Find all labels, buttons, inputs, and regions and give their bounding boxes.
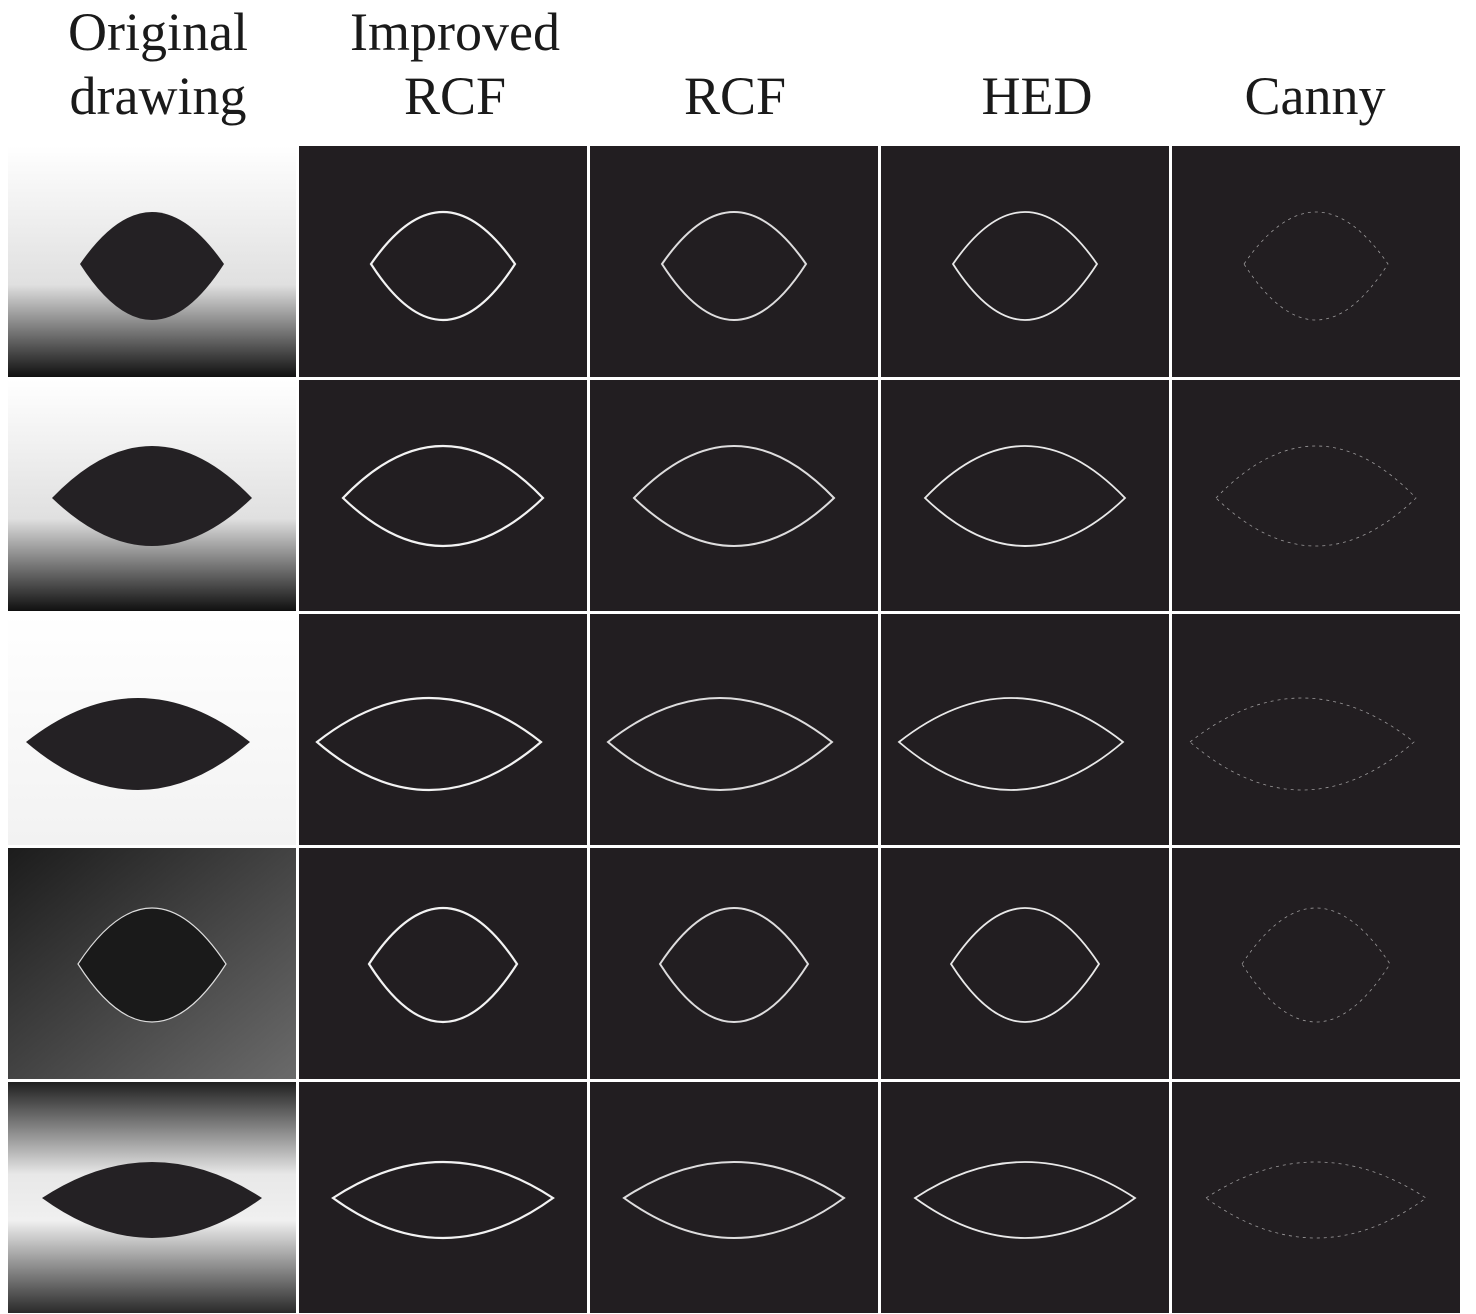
panel-image bbox=[1205, 1161, 1427, 1239]
droplet bbox=[52, 446, 252, 546]
panel-row2-canny bbox=[1172, 380, 1460, 611]
droplet bbox=[42, 1162, 262, 1238]
detected-edge bbox=[1241, 907, 1391, 1023]
panel-row2-original bbox=[8, 380, 296, 611]
detected-edge bbox=[1205, 1161, 1427, 1239]
droplet bbox=[80, 212, 224, 320]
panel-row3-hed bbox=[881, 614, 1169, 845]
panel-row3-improved-rcf bbox=[299, 614, 587, 845]
panel-image bbox=[367, 906, 519, 1024]
header-line1: Original bbox=[68, 2, 248, 62]
panel-row3-original bbox=[8, 614, 296, 845]
detected-edge bbox=[331, 1160, 555, 1240]
panel-image bbox=[658, 907, 810, 1023]
panel-image bbox=[369, 211, 517, 322]
panel-row4-canny bbox=[1172, 848, 1460, 1079]
column-headers: Original drawing Improved RCF RCF HED Ca… bbox=[0, 0, 1476, 140]
panel-image bbox=[8, 1082, 296, 1313]
panel-image bbox=[1215, 445, 1417, 547]
panel-row5-improved-rcf bbox=[299, 1082, 587, 1313]
detected-edge bbox=[1243, 211, 1389, 321]
panel-image bbox=[1189, 697, 1415, 791]
header-rcf: RCF bbox=[590, 0, 880, 204]
header-line2: drawing bbox=[69, 66, 247, 126]
header-line2: Canny bbox=[1244, 66, 1386, 126]
header-original-drawing: Original drawing bbox=[8, 0, 308, 140]
panel-row4-improved-rcf bbox=[299, 848, 587, 1079]
panel-image bbox=[315, 697, 543, 791]
panel-image bbox=[897, 697, 1125, 791]
panel-image bbox=[341, 445, 545, 548]
panel-image bbox=[949, 907, 1101, 1023]
panel-image bbox=[8, 146, 296, 377]
panel-row5-original bbox=[8, 1082, 296, 1313]
droplet bbox=[26, 698, 250, 790]
panel-row3-rcf bbox=[590, 614, 878, 845]
detected-edge bbox=[897, 697, 1125, 791]
panel-image bbox=[632, 445, 836, 547]
panel-row1-canny bbox=[1172, 146, 1460, 377]
header-line2: RCF bbox=[403, 66, 507, 126]
panel-image bbox=[8, 380, 296, 611]
detected-edge bbox=[951, 211, 1099, 321]
detected-edge bbox=[1215, 445, 1417, 547]
header-hed: HED bbox=[882, 0, 1192, 204]
panel-row1-rcf bbox=[590, 146, 878, 377]
detected-edge bbox=[949, 907, 1101, 1023]
panel-row1-original bbox=[8, 146, 296, 377]
header-line2: HED bbox=[981, 66, 1093, 126]
image-grid bbox=[8, 146, 1460, 1313]
header-line1: Improved bbox=[350, 2, 560, 62]
droplet bbox=[77, 907, 227, 1023]
panel-image bbox=[923, 445, 1127, 547]
detected-edge bbox=[1189, 697, 1415, 791]
detected-edge bbox=[315, 697, 543, 791]
detected-edge bbox=[606, 697, 834, 791]
panel-image bbox=[1243, 211, 1389, 321]
detected-edge bbox=[369, 211, 517, 322]
panel-row5-rcf bbox=[590, 1082, 878, 1313]
panel-image bbox=[331, 1160, 555, 1240]
panel-row1-improved-rcf bbox=[299, 146, 587, 377]
detected-edge bbox=[622, 1161, 846, 1239]
panel-image bbox=[606, 697, 834, 791]
panel-image bbox=[8, 614, 296, 845]
detected-edge bbox=[660, 211, 808, 321]
header-canny: Canny bbox=[1172, 0, 1458, 204]
header-improved-rcf: Improved RCF bbox=[300, 0, 610, 140]
panel-image bbox=[8, 848, 296, 1079]
panel-row1-hed bbox=[881, 146, 1169, 377]
detected-edge bbox=[913, 1161, 1137, 1239]
panel-row4-rcf bbox=[590, 848, 878, 1079]
detected-edge bbox=[367, 906, 519, 1024]
detected-edge bbox=[341, 445, 545, 548]
panel-row3-canny bbox=[1172, 614, 1460, 845]
panel-image bbox=[1241, 907, 1391, 1023]
detected-edge bbox=[658, 907, 810, 1023]
panel-row4-hed bbox=[881, 848, 1169, 1079]
panel-image bbox=[660, 211, 808, 321]
header-line2: RCF bbox=[683, 66, 787, 126]
panel-row4-original bbox=[8, 848, 296, 1079]
panel-row5-hed bbox=[881, 1082, 1169, 1313]
panel-image bbox=[622, 1161, 846, 1239]
detected-edge bbox=[632, 445, 836, 547]
panel-image bbox=[913, 1161, 1137, 1239]
panel-row2-improved-rcf bbox=[299, 380, 587, 611]
panel-row2-rcf bbox=[590, 380, 878, 611]
panel-row2-hed bbox=[881, 380, 1169, 611]
detected-edge bbox=[923, 445, 1127, 547]
panel-row5-canny bbox=[1172, 1082, 1460, 1313]
panel-image bbox=[951, 211, 1099, 321]
